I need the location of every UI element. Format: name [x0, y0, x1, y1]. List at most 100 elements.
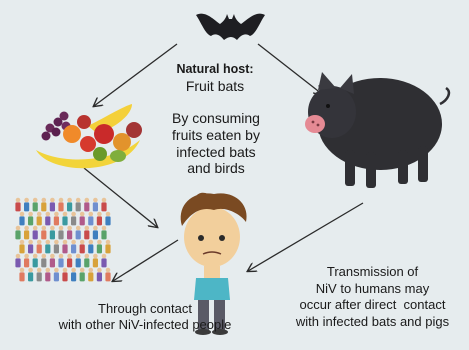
crowd-person-body: [101, 230, 106, 239]
crowd-person-body: [41, 230, 46, 239]
crowd-person-head: [106, 212, 111, 217]
crowd-person-body: [62, 216, 67, 225]
crowd-person-head: [89, 212, 94, 217]
crowd-person-body: [62, 272, 67, 281]
crowd-person-head: [46, 212, 51, 217]
crowd-person-body: [37, 216, 42, 225]
crowd-person-head: [80, 212, 85, 217]
crowd-person-head: [28, 268, 33, 273]
crowd-person-body: [37, 244, 42, 253]
crowd-person-head: [102, 198, 107, 203]
crowd-person-head: [54, 240, 59, 245]
crowd-person-head: [102, 226, 107, 231]
crowd-person-body: [45, 244, 50, 253]
crowd-person-body: [54, 244, 59, 253]
crowd-person-body: [80, 216, 85, 225]
pig-icon: [305, 72, 449, 188]
fruit-route-line: infected bats: [150, 144, 282, 161]
crowd-person-head: [93, 226, 98, 231]
crowd-person-head: [76, 198, 81, 203]
crowd-person-body: [76, 202, 81, 211]
crowd-person-head: [46, 240, 51, 245]
crowd-person-head: [59, 226, 64, 231]
arrow-pig-to-human: [248, 203, 363, 271]
crowd-person-head: [85, 254, 90, 259]
crowd-person-head: [102, 254, 107, 259]
crowd-person-body: [97, 216, 102, 225]
crowd-person-head: [106, 240, 111, 245]
crowd-person-head: [67, 254, 72, 259]
crowd-person-head: [71, 240, 76, 245]
crowd-person-body: [33, 258, 38, 267]
crowd-person-body: [33, 230, 38, 239]
crowd-person-head: [80, 268, 85, 273]
crowd-person-head: [106, 268, 111, 273]
crowd-person-body: [88, 272, 93, 281]
natural-host-title: Natural host:: [160, 62, 270, 77]
crowd-person-body: [93, 202, 98, 211]
crowd-person-body: [67, 230, 72, 239]
arrow-fruits-to-human: [84, 168, 157, 227]
crowd-person-head: [20, 240, 25, 245]
crowd-person-body: [105, 272, 110, 281]
crowd-person-head: [71, 212, 76, 217]
crowd-person-body: [15, 202, 20, 211]
crowd-person-body: [28, 244, 33, 253]
crowd-person-body: [41, 258, 46, 267]
crowd-person-body: [93, 230, 98, 239]
crowd-person-body: [50, 202, 55, 211]
crowd-person-head: [50, 254, 55, 259]
crowd-person-head: [24, 226, 29, 231]
crowd-person-body: [84, 202, 89, 211]
crowd-person-body: [50, 230, 55, 239]
crowd-person-head: [80, 240, 85, 245]
human-route-line: Through contact: [20, 301, 270, 317]
crowd-person-head: [67, 226, 72, 231]
crowd-person-head: [54, 212, 59, 217]
crowd-person-body: [37, 272, 42, 281]
crowd-person-head: [42, 198, 47, 203]
crowd-person-body: [71, 216, 76, 225]
fruit-route-caption: By consuming fruits eaten by infected ba…: [150, 110, 282, 177]
crowd-person-body: [67, 258, 72, 267]
crowd-person-head: [93, 254, 98, 259]
crowd-person-body: [58, 202, 63, 211]
crowd-person-head: [33, 254, 38, 259]
natural-host-subtitle: Fruit bats: [160, 78, 270, 95]
bat-icon: [196, 14, 265, 40]
crowd-person-body: [19, 244, 24, 253]
crowd-person-body: [101, 202, 106, 211]
crowd-person-body: [41, 202, 46, 211]
crowd-person-body: [45, 272, 50, 281]
crowd-person-head: [63, 268, 68, 273]
crowd-person-body: [93, 258, 98, 267]
crowd-person-body: [84, 258, 89, 267]
crowd-person-body: [28, 216, 33, 225]
crowd-person-body: [58, 258, 63, 267]
crowd-person-head: [97, 268, 102, 273]
fruit-route-line: By consuming: [150, 110, 282, 127]
crowd-person-head: [59, 198, 64, 203]
crowd-person-head: [37, 240, 42, 245]
crowd-person-body: [67, 202, 72, 211]
crowd-person-body: [54, 272, 59, 281]
crowd-person-body: [105, 216, 110, 225]
crowd-person-head: [20, 268, 25, 273]
crowd-person-body: [33, 202, 38, 211]
crowd-person-head: [85, 226, 90, 231]
human-route-caption: Through contact with other NiV-infected …: [20, 301, 270, 334]
crowd-person-head: [24, 254, 29, 259]
fruits-icon: [36, 104, 142, 168]
crowd-person-head: [28, 240, 33, 245]
crowd-person-body: [80, 244, 85, 253]
crowd-person-head: [93, 198, 98, 203]
crowd-person-head: [67, 198, 72, 203]
crowd-person-head: [28, 212, 33, 217]
crowd-person-body: [24, 202, 29, 211]
crowd-person-body: [62, 244, 67, 253]
crowd-person-body: [45, 216, 50, 225]
crowd-person-head: [16, 254, 21, 259]
crowd-person-head: [76, 226, 81, 231]
crowd-person-head: [16, 198, 21, 203]
